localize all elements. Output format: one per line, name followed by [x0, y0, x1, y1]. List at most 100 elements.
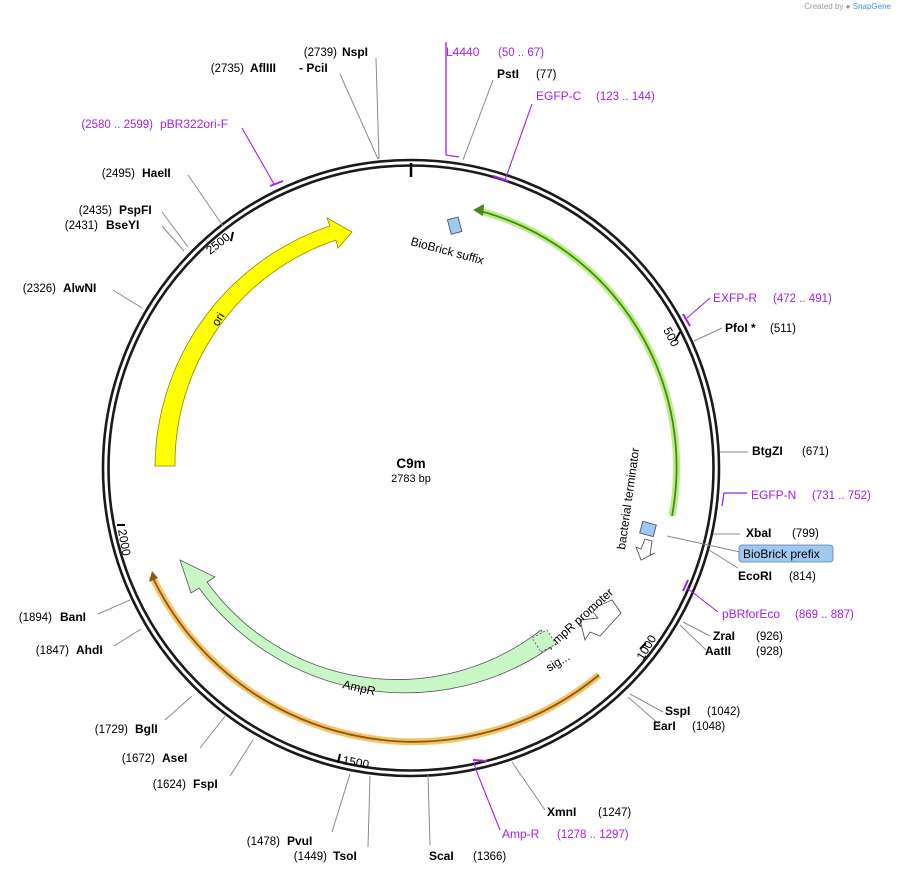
egfp-n-primer-mark	[721, 492, 747, 507]
ahdi-name[interactable]: AhdI	[76, 643, 103, 657]
sspi-name[interactable]: SspI	[665, 704, 690, 718]
eari-name[interactable]: EarI	[653, 719, 676, 733]
tick-1000	[639, 642, 647, 650]
scai-name[interactable]: ScaI	[429, 849, 454, 863]
egfp-n-range: (731 .. 752)	[812, 490, 871, 502]
exfp-r-range: (472 .. 491)	[773, 293, 832, 305]
pcii-name[interactable]: - PciI	[299, 61, 328, 75]
scai-leader	[427, 774, 431, 846]
biobrick-prefix-box[interactable]	[639, 520, 657, 538]
biobrick-suffix-box[interactable]	[446, 216, 463, 235]
aatii-name[interactable]: AatII	[705, 644, 731, 658]
pfoi-pos: (511)	[770, 323, 796, 335]
plasmid-length: 2783 bp	[391, 473, 431, 485]
psti-pos: (77)	[536, 69, 557, 81]
afliii-leader	[339, 73, 379, 160]
egfp-c-name[interactable]: EGFP-C	[536, 89, 582, 103]
terminator-tail-arrow	[635, 538, 656, 561]
nspi-pos: (2739)	[304, 47, 337, 59]
terminator-halo	[479, 207, 681, 517]
primer-labels: L4440 (50 .. 67) EGFP-C (123 .. 144) (25…	[81, 45, 871, 841]
psti-name[interactable]: PstI	[497, 67, 519, 81]
egfp-n-name[interactable]: EGFP-N	[751, 488, 796, 502]
fspi-pos: (1624)	[153, 779, 186, 791]
zrai-pos: (926)	[756, 631, 783, 643]
afliii-name[interactable]: AflIII	[250, 61, 276, 75]
terminator-core	[479, 210, 678, 517]
ori-feature[interactable]	[154, 217, 353, 467]
amp-r-leader	[473, 761, 501, 831]
alwni-name[interactable]: AlwNI	[63, 281, 96, 295]
tick-1500	[337, 753, 341, 764]
fspi-leader	[229, 739, 254, 777]
biobrick-prefix-tag[interactable]	[738, 544, 834, 563]
pbr322ori-f-name[interactable]: pBR322ori-F	[160, 117, 228, 131]
terminator-arrowhead	[473, 204, 484, 216]
l4440-name[interactable]: L4440	[446, 45, 480, 59]
snapgene-credit: Created by ● SnapGene	[804, 2, 891, 11]
exfp-r-name[interactable]: EXFP-R	[713, 291, 757, 305]
site-labels: (2739) NspI (2735) AflIII - PciI PstI (7…	[19, 45, 829, 863]
eari-leader	[627, 696, 661, 726]
tsoi-leader	[367, 775, 371, 848]
haeii-leader	[187, 174, 224, 227]
ampr-promoter-arrow[interactable]	[579, 599, 622, 642]
sspi-pos: (1042)	[707, 706, 740, 718]
biobrick-prefix-label: BioBrick prefix	[743, 547, 820, 561]
nspi-name[interactable]: NspI	[342, 45, 368, 59]
afliii-pos: (2735)	[211, 63, 244, 75]
bgli-name[interactable]: BglI	[135, 722, 158, 736]
pfoi-name[interactable]: PfoI *	[725, 321, 756, 335]
bseyi-name[interactable]: BseYI	[106, 218, 139, 232]
pspfi-pos: (2435)	[79, 205, 112, 217]
ecori-name[interactable]: EcoRI	[738, 569, 772, 583]
ampr-feature[interactable]	[179, 559, 552, 694]
pbrforeco-name[interactable]: pBRforEco	[722, 607, 780, 621]
tsoi-name[interactable]: TsoI	[333, 849, 357, 863]
zrai-name[interactable]: ZraI	[713, 629, 735, 643]
pspfi-leader	[161, 211, 189, 248]
xmni-leader	[511, 761, 546, 811]
amp-r-name[interactable]: Amp-R	[502, 827, 540, 841]
tick-500	[674, 331, 681, 342]
bgli-pos: (1729)	[95, 724, 128, 736]
egfp-c-range: (123 .. 144)	[596, 91, 655, 103]
terminator-label: bacterial terminator	[614, 447, 642, 551]
haeii-pos: (2495)	[102, 168, 135, 180]
terminator-feature[interactable]	[473, 204, 681, 517]
psti-leader	[462, 79, 494, 161]
haeii-name[interactable]: HaeII	[142, 166, 171, 180]
xmni-name[interactable]: XmnI	[547, 805, 576, 819]
alwni-pos: (2326)	[23, 283, 56, 295]
bseyi-pos: (2431)	[65, 220, 98, 232]
ampr-orange-arc[interactable]	[148, 571, 602, 746]
sig-feature[interactable]	[531, 629, 557, 653]
tick-1500-label: 1500	[341, 753, 370, 771]
xbai-name[interactable]: XbaI	[746, 526, 771, 540]
exfp-r-leader	[686, 297, 711, 319]
exfp-r-primer-mark	[682, 313, 691, 327]
asei-name[interactable]: AseI	[162, 751, 187, 765]
l4440-range: (50 .. 67)	[498, 47, 544, 59]
scai-pos: (1366)	[473, 851, 506, 863]
sig-label: sig...	[543, 650, 572, 675]
bgli-leader	[164, 695, 193, 721]
ampr-orange-core	[151, 575, 600, 743]
pvui-name[interactable]: PvuI	[287, 834, 312, 848]
btgzi-name[interactable]: BtgZI	[752, 444, 783, 458]
ampr-orange-arrowhead	[149, 571, 158, 582]
site-leaders	[97, 57, 748, 848]
btgzi-pos: (671)	[802, 446, 829, 458]
snapgene-logo-icon: ●	[845, 2, 851, 11]
bani-leader	[97, 599, 131, 615]
fspi-name[interactable]: FspI	[193, 777, 218, 791]
eari-pos: (1048)	[692, 721, 725, 733]
bani-name[interactable]: BanI	[60, 610, 86, 624]
amp-r-range: (1278 .. 1297)	[557, 829, 629, 841]
pspfi-name[interactable]: PspFI	[119, 203, 152, 217]
pbr322ori-f-range: (2580 .. 2599)	[81, 119, 153, 131]
l4440-primer-mark	[445, 42, 460, 158]
ecori-leader	[708, 549, 739, 569]
ahdi-pos: (1847)	[36, 645, 69, 657]
